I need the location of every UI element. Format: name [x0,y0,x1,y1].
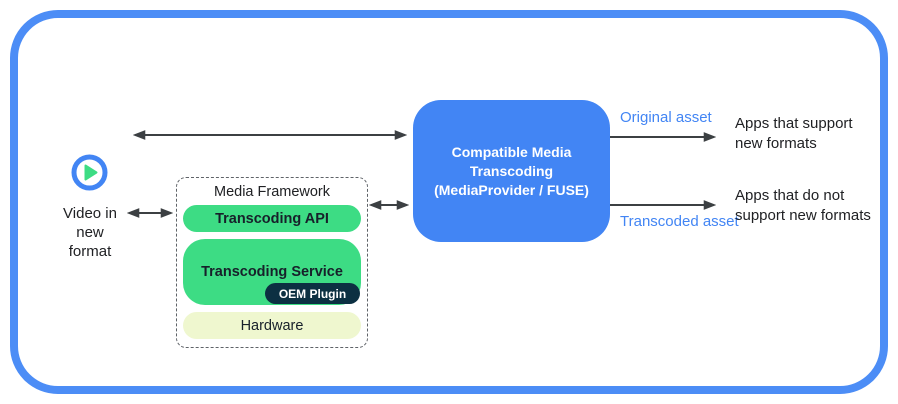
apps-no-support-label: Apps that do not support new formats [735,187,871,224]
media-framework-title: Media Framework [213,184,331,200]
source-video-label: Video in new format [63,205,117,260]
transcoder-line-3: (MediaProvider / FUSE) [434,181,589,198]
compatible-media-transcoding-box: Compatible Media Transcoding (MediaProvi… [413,100,610,242]
transcoding-service-layer: Transcoding Service OEM Plugin [183,239,361,305]
transcoded-asset-label: Transcoded asset [620,213,739,230]
original-asset-label: Original asset [620,109,712,126]
transcoder-line-2: Transcoding [469,162,554,179]
transcoding-service-label: Transcoding Service [201,264,343,280]
oem-plugin-badge: OEM Plugin [265,283,360,304]
apps-support-label: Apps that support new formats [735,115,853,152]
play-icon [71,154,108,191]
diagram-border [10,10,888,394]
transcoder-line-1: Compatible Media [451,143,572,160]
hardware-layer: Hardware [183,312,361,339]
media-framework-box: Media Framework Transcoding API Transcod… [176,177,368,348]
transcoding-api-layer: Transcoding API [183,205,361,232]
